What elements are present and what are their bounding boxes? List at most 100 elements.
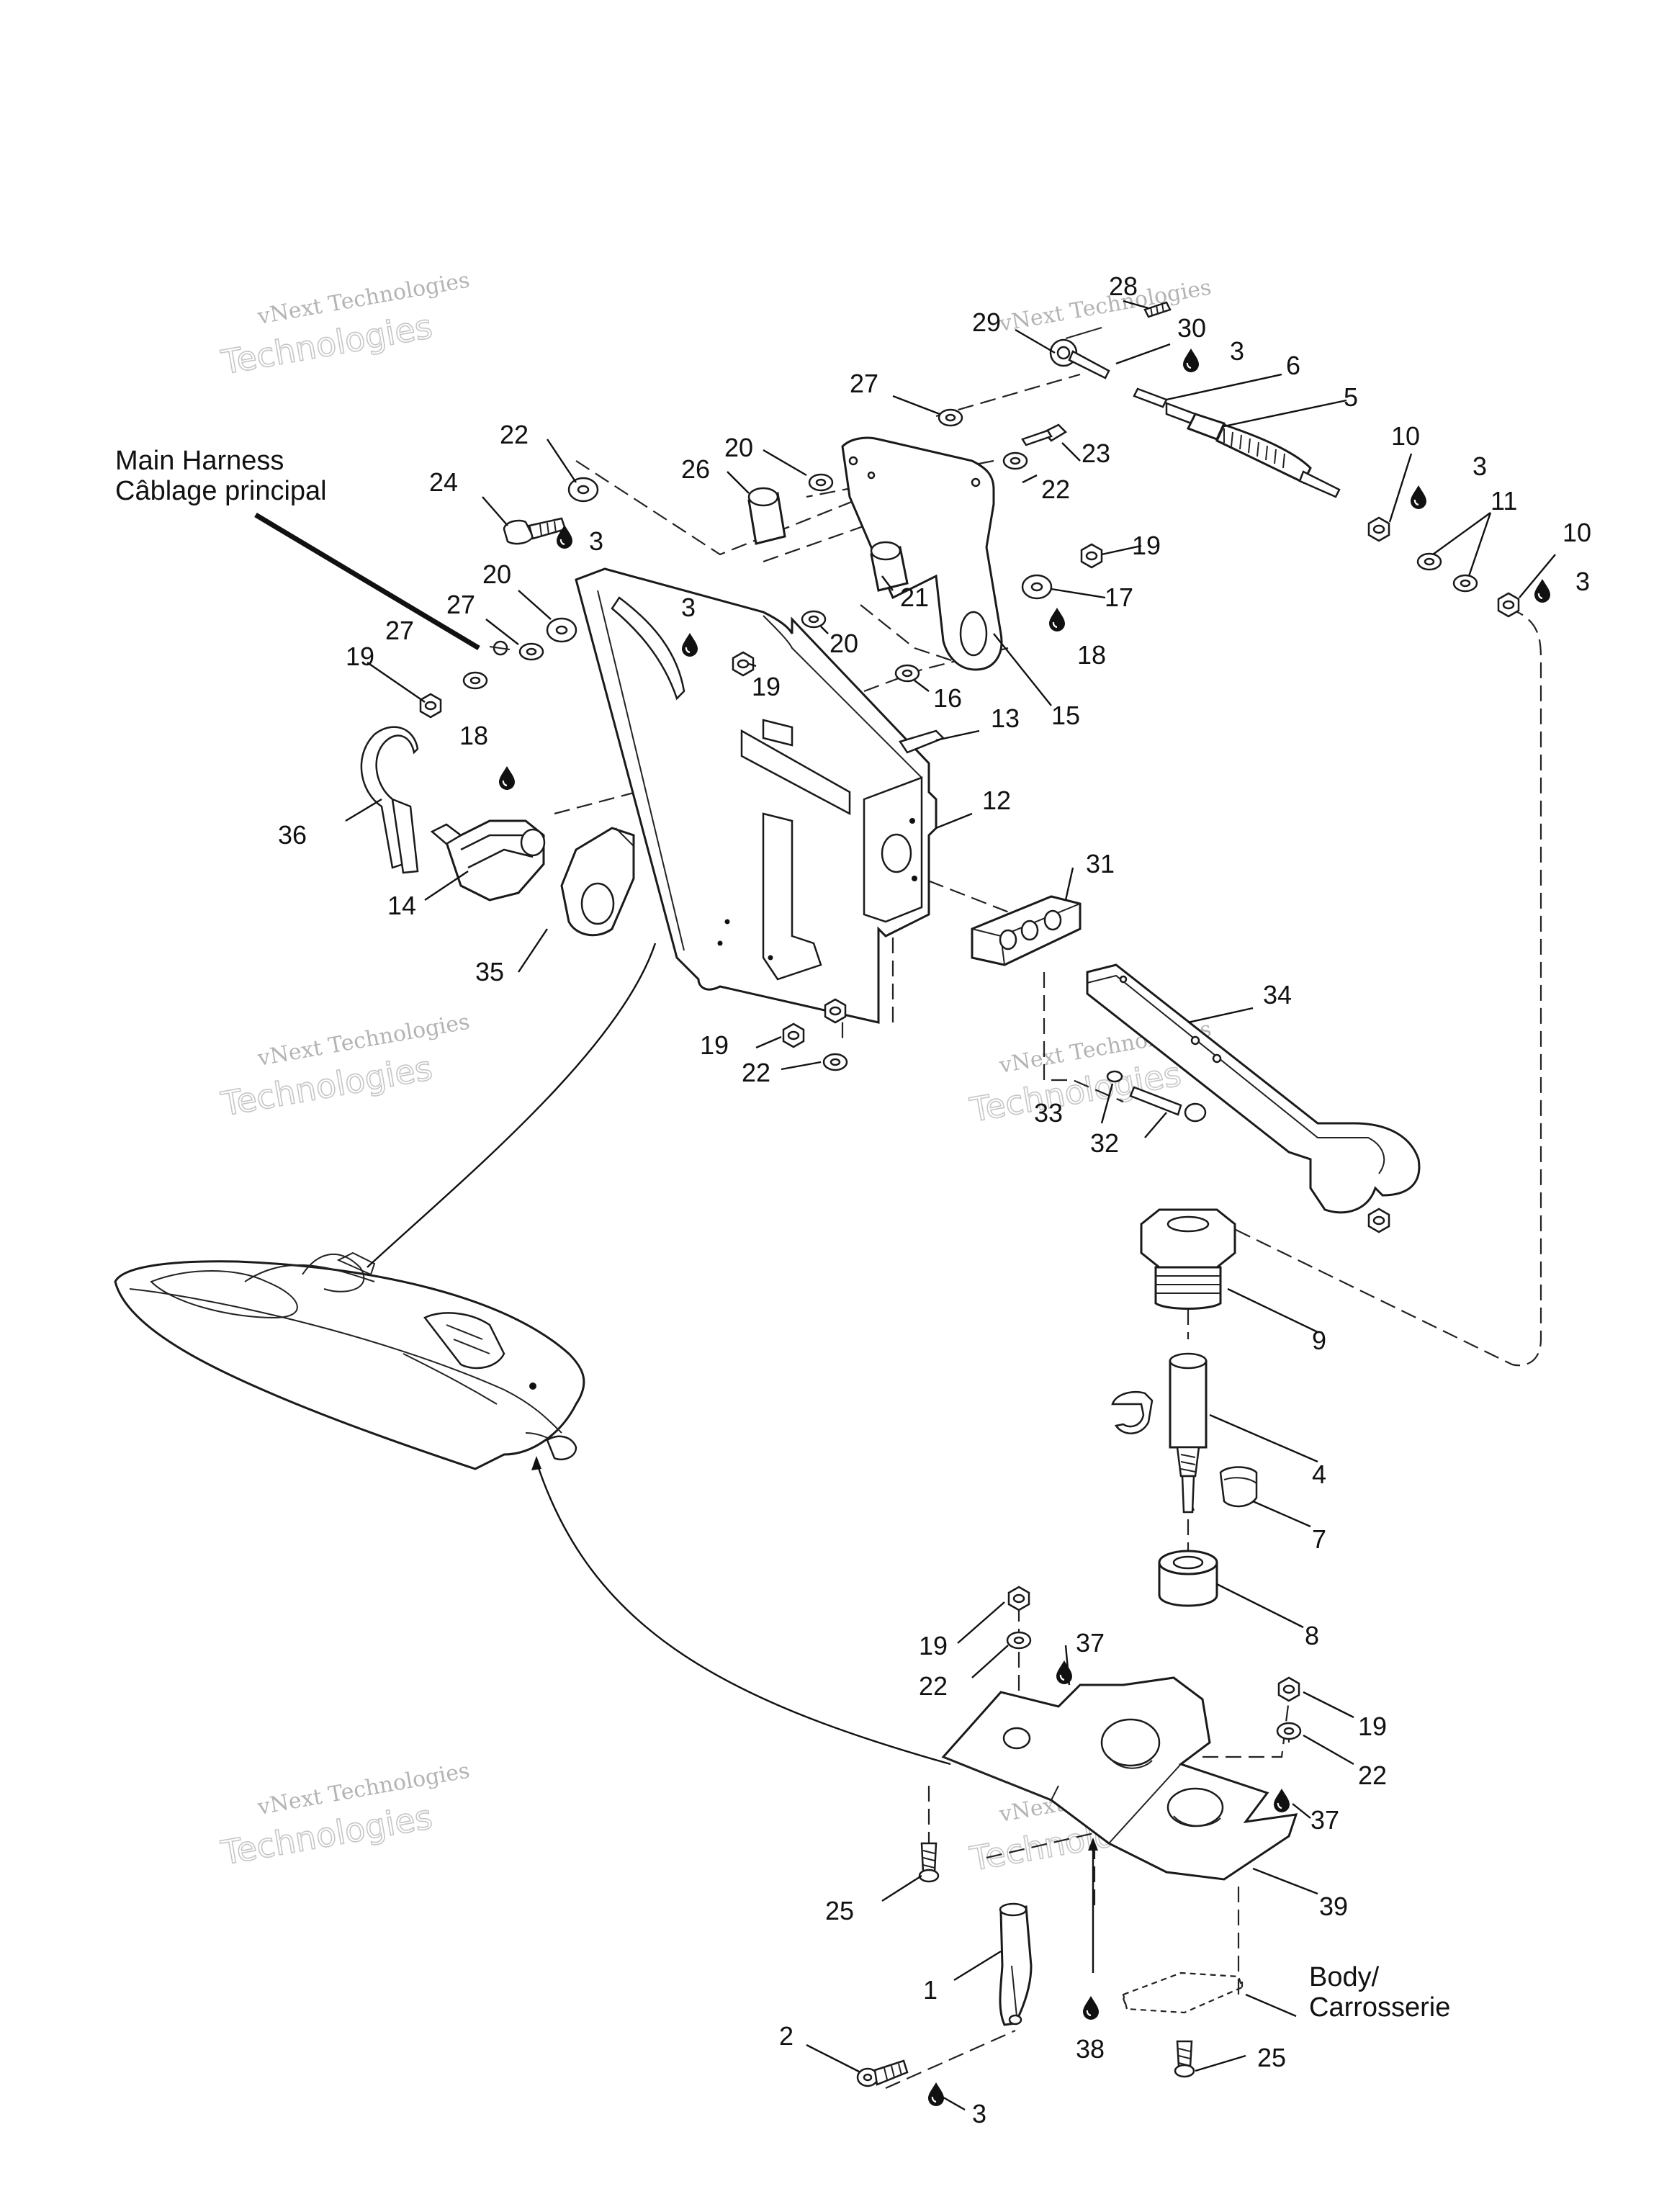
body-text-fr: Carrosserie <box>1309 1992 1450 2023</box>
callout: 34 <box>1263 980 1292 1010</box>
callout: 5 <box>1344 382 1358 412</box>
nut-19 <box>419 693 442 719</box>
clip-7a <box>1111 1390 1154 1434</box>
callout: 3 <box>972 2099 986 2128</box>
spacer-26 <box>747 487 786 545</box>
nut-19 <box>782 1022 805 1048</box>
washer-17 <box>1021 574 1053 600</box>
callout: 3 <box>1230 336 1244 366</box>
nut-19 <box>1007 1586 1030 1611</box>
washer-22 <box>1276 1722 1302 1740</box>
screw-32 <box>1129 1086 1207 1123</box>
callout: 20 <box>830 629 858 658</box>
callout: 10 <box>1563 518 1591 547</box>
callout: 22 <box>500 420 529 449</box>
callout: 26 <box>681 454 710 484</box>
main-harness-text-en: Main Harness <box>115 446 284 476</box>
callout: 28 <box>1109 271 1138 301</box>
body-text-en: Body/ <box>1309 1962 1380 1992</box>
callout: 18 <box>1077 640 1106 670</box>
callout: 16 <box>933 683 962 713</box>
bracket-13 <box>899 729 945 754</box>
watercraft-hull <box>114 1251 585 1470</box>
callout: 21 <box>900 583 929 612</box>
drop-icon <box>498 765 516 791</box>
drop-icon <box>1182 347 1200 374</box>
washer-11 <box>1416 552 1442 571</box>
nut-19 <box>824 998 847 1024</box>
washer-22 <box>1006 1631 1032 1650</box>
callout: 6 <box>1286 351 1300 380</box>
screw-33 <box>1106 1070 1123 1083</box>
drop-icon <box>1048 606 1066 633</box>
callout: 25 <box>825 1896 854 1925</box>
wire-hook-36 <box>360 726 419 874</box>
bolt-23 <box>1021 423 1068 446</box>
callout: 4 <box>1312 1460 1326 1489</box>
drop-icon <box>1409 484 1428 511</box>
callout: 22 <box>1358 1761 1387 1790</box>
washer-27 <box>462 671 488 690</box>
body-pad <box>1122 1972 1244 2014</box>
body-label: Body/ Carrosserie <box>1309 1962 1450 2023</box>
washer-20 <box>808 473 834 492</box>
nut-19 <box>1277 1676 1300 1702</box>
drop-icon <box>1272 1787 1291 1814</box>
callout: 12 <box>982 786 1011 815</box>
washer-27 <box>938 408 963 427</box>
spacer-21 <box>870 541 909 592</box>
leader-lines <box>345 300 1556 2111</box>
nut-19 <box>1080 543 1103 569</box>
callout: 19 <box>700 1030 729 1060</box>
callout: 19 <box>1132 531 1161 560</box>
callout: 3 <box>589 526 603 556</box>
bolt-24 <box>503 517 567 545</box>
washer-16 <box>894 664 920 683</box>
lever-plate <box>841 436 1003 671</box>
shaft-4 <box>1169 1352 1208 1514</box>
screw-25a <box>918 1842 940 1883</box>
callout: 22 <box>742 1058 770 1087</box>
washer-27 <box>518 642 544 661</box>
pointer-38 <box>1088 1838 1098 1973</box>
callout: 10 <box>1391 421 1420 451</box>
main-harness-text-fr: Câblage principal <box>115 476 327 506</box>
harness-route-line <box>367 943 657 1268</box>
callout: 2 <box>779 2021 793 2051</box>
washer-20 <box>546 617 577 643</box>
callout: 22 <box>919 1671 948 1701</box>
callout: 3 <box>1575 567 1590 596</box>
drop-icon <box>1082 1995 1100 2021</box>
nut-10 <box>1367 516 1390 542</box>
callout: 19 <box>752 672 781 701</box>
callout: 1 <box>923 1975 938 2005</box>
bushing-8 <box>1158 1550 1218 1607</box>
callout: 3 <box>1473 451 1487 481</box>
callout: 27 <box>385 616 414 645</box>
callout: 11 <box>1491 486 1517 516</box>
cable-assembly <box>1049 301 1341 498</box>
washer-11 <box>1452 574 1478 593</box>
drop-icon <box>927 2081 945 2108</box>
callout: 19 <box>346 642 374 671</box>
callout: 33 <box>1034 1098 1063 1128</box>
callout: 38 <box>1076 2034 1105 2064</box>
watermark-group: vNext Technologies Technologies vNext Te… <box>217 268 1213 1879</box>
nut-10 <box>1497 592 1520 618</box>
screw-25b <box>1174 2040 1195 2078</box>
callout: 32 <box>1090 1128 1119 1158</box>
fitting-9 <box>1140 1208 1236 1310</box>
callout: 24 <box>429 467 458 497</box>
callout: 20 <box>724 433 753 462</box>
callout: 29 <box>972 307 1001 337</box>
callout: 27 <box>850 369 878 398</box>
callout: 13 <box>991 703 1020 733</box>
callout: 19 <box>919 1631 948 1660</box>
callout: 27 <box>446 590 475 619</box>
rod-end-1 <box>999 1902 1033 2026</box>
callout: 31 <box>1086 849 1115 878</box>
callout: 23 <box>1082 439 1110 468</box>
block-35 <box>560 827 635 937</box>
callout: 36 <box>278 820 307 850</box>
